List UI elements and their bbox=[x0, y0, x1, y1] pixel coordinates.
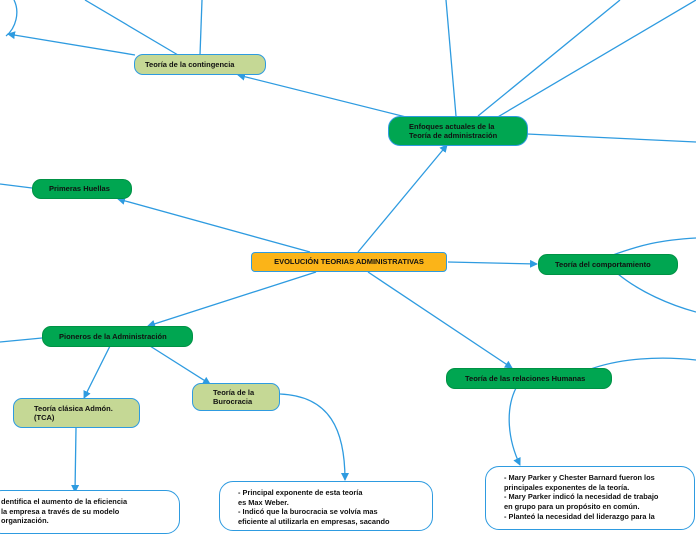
node-label: Teoría clásica Admón. (TCA) bbox=[34, 403, 113, 422]
edge-enfoques-up1 bbox=[445, 0, 457, 117]
edge-central-primeras bbox=[117, 197, 311, 253]
edge-primeras-left bbox=[0, 183, 33, 189]
node-teoria-burocracia[interactable]: Teoría de la Burocracia bbox=[192, 383, 280, 411]
node-pioneros-administracion[interactable]: Pioneros de la Administración bbox=[42, 326, 193, 347]
node-label: Teoría de las relaciones Humanas bbox=[465, 373, 586, 383]
edge-relaciones-note bbox=[508, 387, 521, 466]
edge-pioneros-clasica bbox=[83, 345, 111, 399]
connector-lines bbox=[0, 0, 696, 493]
edge-central-relaciones bbox=[367, 271, 513, 369]
node-label: Teoría de la contingencia bbox=[145, 59, 235, 69]
edge-contingencia-up2 bbox=[84, 0, 179, 56]
edge-pioneros-burocracia bbox=[149, 345, 211, 385]
node-teoria-comportamiento[interactable]: Teoría del comportamiento bbox=[538, 254, 678, 275]
node-label: EVOLUCIÓN TEORIAS ADMINISTRATIVAS bbox=[274, 257, 424, 267]
edge-enfoques-right2 bbox=[526, 133, 696, 143]
edge-comportamiento-down bbox=[617, 273, 696, 313]
note-teoria-clasica: dentifica el aumento de la eficiencia la… bbox=[0, 490, 180, 534]
note-relaciones-humanas: - Mary Parker y Chester Barnard fueron l… bbox=[485, 466, 695, 530]
edge-comportamiento-up bbox=[609, 237, 696, 257]
edge-enfoques-up2 bbox=[477, 0, 621, 117]
edge-enfoques-right1 bbox=[495, 0, 696, 119]
edge-burocracia-note bbox=[279, 393, 349, 481]
edge-relaciones-right bbox=[587, 357, 696, 371]
node-label: Pioneros de la Administración bbox=[59, 331, 167, 341]
edge-central-pioneros bbox=[147, 271, 317, 328]
node-label: Primeras Huellas bbox=[49, 184, 110, 194]
edge-central-enfoques bbox=[357, 144, 448, 253]
node-teoria-contingencia[interactable]: Teoría de la contingencia bbox=[134, 54, 266, 75]
edge-contingencia-up1 bbox=[199, 0, 203, 56]
node-relaciones-humanas[interactable]: Teoría de las relaciones Humanas bbox=[446, 368, 612, 389]
edge-enfoques-contingencia bbox=[237, 72, 411, 119]
edge-partial-circle bbox=[5, 0, 18, 37]
edge-central-comportamiento bbox=[447, 259, 538, 268]
node-teoria-clasica[interactable]: Teoría clásica Admón. (TCA) bbox=[13, 398, 140, 428]
node-label: Enfoques actuales de la Teoría de admini… bbox=[409, 121, 498, 140]
node-primeras-huellas[interactable]: Primeras Huellas bbox=[32, 179, 132, 199]
node-label: Teoría del comportamiento bbox=[555, 259, 651, 269]
edge-contingencia-left bbox=[7, 31, 136, 56]
node-central-evolucion[interactable]: EVOLUCIÓN TEORIAS ADMINISTRATIVAS bbox=[251, 252, 447, 272]
edge-clasica-note bbox=[71, 427, 80, 493]
node-label: Teoría de la Burocracia bbox=[213, 387, 255, 406]
edge-pioneros-left bbox=[0, 337, 43, 343]
node-enfoques-actuales[interactable]: Enfoques actuales de la Teoría de admini… bbox=[388, 116, 528, 146]
note-burocracia: - Principal exponente de esta teoría es … bbox=[219, 481, 433, 531]
